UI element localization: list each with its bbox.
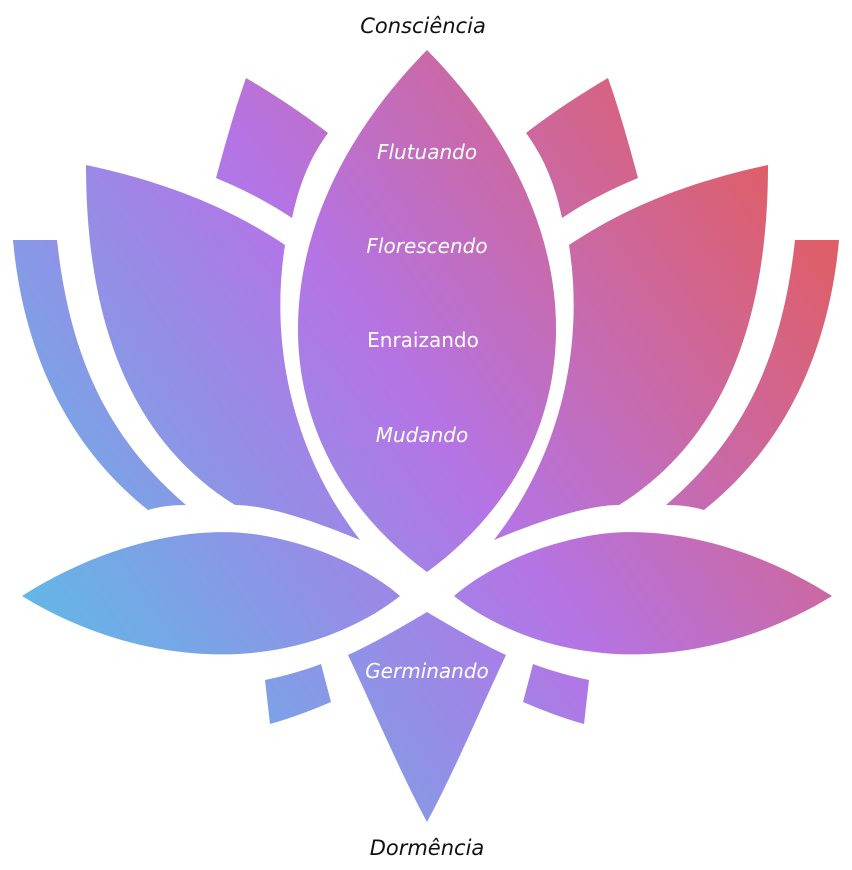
petal-right-top-small: [526, 78, 638, 218]
stage-label-germinando: Germinando: [365, 659, 489, 683]
petal-bottom-right-small: [523, 664, 589, 724]
petal-left-large: [86, 165, 360, 540]
petal-right-outer: [666, 240, 839, 510]
petal-right-horizontal: [454, 532, 832, 655]
stage-label-mudando: Mudando: [376, 423, 469, 447]
stage-label-flutuando: Flutuando: [377, 140, 477, 164]
top-label: Consciência: [360, 14, 486, 38]
stage-label-florescendo: Florescendo: [366, 234, 487, 258]
petal-center: [297, 50, 557, 572]
petal-bottom: [348, 612, 506, 822]
lotus-petals: [13, 50, 839, 822]
petal-left-top-small: [216, 78, 328, 218]
petal-left-horizontal: [22, 532, 400, 655]
petal-bottom-left-small: [265, 664, 331, 724]
petal-left-outer: [13, 240, 186, 510]
petal-right-large: [494, 165, 768, 540]
bottom-label: Dormência: [370, 836, 485, 860]
stage-label-enraizando: Enraizando: [367, 328, 479, 352]
